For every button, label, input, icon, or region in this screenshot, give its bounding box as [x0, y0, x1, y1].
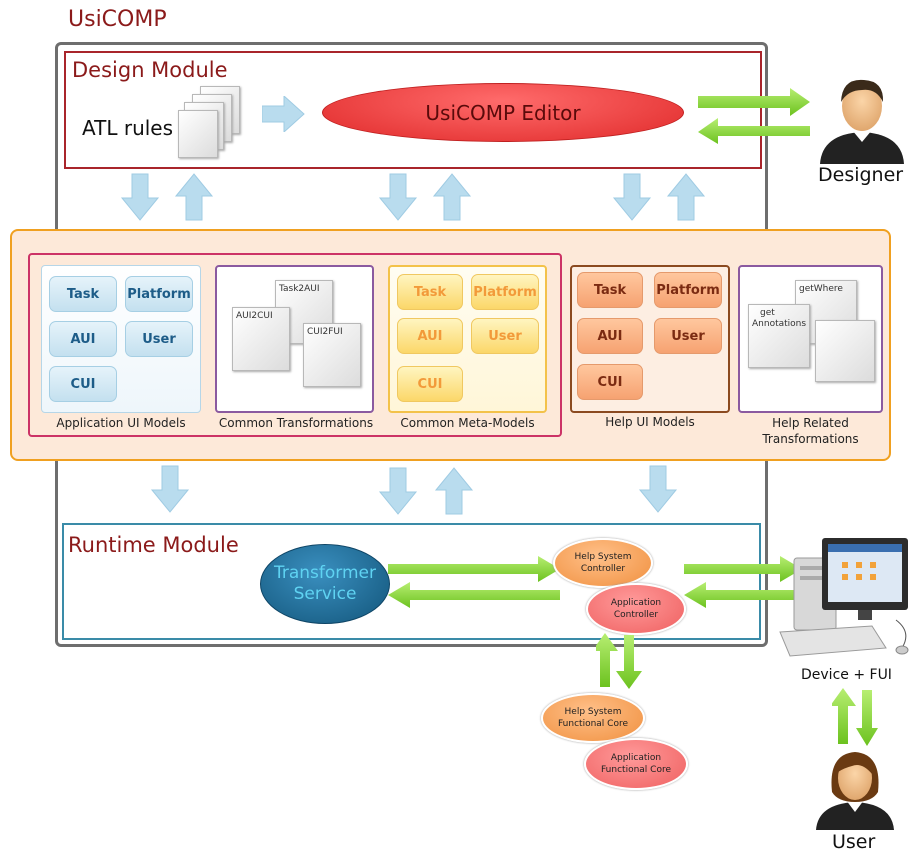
help-user-chip: User — [654, 318, 722, 354]
app-task-chip: Task — [49, 276, 117, 312]
help-cui-chip: CUI — [577, 364, 643, 400]
design-models-arrows — [120, 173, 706, 221]
controller-device-arrows — [684, 556, 802, 608]
help-system-controller: Help System Controller — [553, 538, 653, 588]
common-transformations-label: Common Transformations — [218, 416, 374, 430]
application-controller-label-2: Controller — [613, 610, 659, 620]
usicomp-editor-label: UsiCOMP Editor — [425, 100, 581, 125]
atl-to-editor-arrow — [262, 96, 305, 132]
get-annotations-label-2: Annotations — [752, 319, 807, 329]
application-ui-models-label: Application UI Models — [56, 416, 186, 430]
app-core-label-1: Application — [610, 753, 662, 763]
app-platform-chip: Platform — [125, 276, 193, 312]
meta-user-chip: User — [471, 318, 539, 354]
help-system-functional-core: Help System Functional Core — [541, 693, 645, 743]
cui2fui-doc: CUI2FUI — [303, 323, 361, 387]
help-core-label-1: Help System — [564, 707, 622, 717]
controller-core-arrows — [596, 633, 642, 689]
usicomp-editor: UsiCOMP Editor — [322, 83, 684, 142]
help-core-label-2: Functional Core — [558, 719, 628, 729]
help-transformations-label-1: Help Related — [772, 416, 849, 430]
aui2cui-label: AUI2CUI — [236, 311, 273, 321]
help-transformations-label-2: Transformations — [762, 432, 859, 446]
help-ui-models-label: Help UI Models — [605, 415, 695, 429]
common-meta-models-label: Common Meta-Models — [400, 416, 535, 430]
computer-device-icon — [779, 538, 909, 657]
user-person-icon — [816, 752, 894, 830]
meta-platform-chip: Platform — [471, 274, 539, 310]
atl-rules-docs-icon — [178, 84, 248, 158]
models-runtime-arrows — [150, 465, 678, 515]
editor-designer-arrows — [698, 88, 810, 144]
transformer-service-label-1: Transformer — [273, 563, 376, 583]
design-module-title: Design Module — [72, 58, 228, 82]
meta-cui-chip: CUI — [397, 366, 463, 402]
application-functional-core: Application Functional Core — [584, 738, 688, 790]
designer-person-icon — [820, 79, 904, 164]
atl-rules-label: ATL rules — [82, 116, 174, 140]
help-platform-chip: Platform — [654, 272, 722, 308]
application-controller: Application Controller — [586, 583, 686, 635]
transformer-service: Transformer Service — [260, 544, 390, 624]
application-controller-label-1: Application — [610, 598, 662, 608]
get-annotations-label-1: get — [760, 308, 775, 318]
help-third-doc — [815, 320, 875, 382]
app-core-label-2: Functional Core — [601, 765, 671, 775]
meta-task-chip: Task — [397, 274, 463, 310]
aui2cui-doc: AUI2CUI — [232, 307, 290, 371]
cui2fui-label: CUI2FUI — [307, 327, 343, 337]
getwhere-label: getWhere — [799, 284, 843, 294]
help-aui-chip: AUI — [577, 318, 643, 354]
help-task-chip: Task — [577, 272, 643, 308]
transformer-service-label-2: Service — [293, 584, 357, 604]
get-annotations-doc: get Annotations — [748, 304, 810, 368]
user-label: User — [832, 831, 876, 853]
help-system-controller-label-1: Help System — [574, 552, 632, 562]
app-aui-chip: AUI — [49, 321, 117, 357]
device-fui-label: Device + FUI — [801, 667, 892, 683]
app-cui-chip: CUI — [49, 366, 117, 402]
app-user-chip: User — [125, 321, 193, 357]
task2aui-label: Task2AUI — [279, 284, 320, 294]
device-user-arrows — [832, 688, 878, 746]
designer-label: Designer — [818, 164, 904, 186]
transformer-controller-arrows — [388, 556, 560, 608]
diagram-title: UsiCOMP — [68, 7, 167, 32]
meta-aui-chip: AUI — [397, 318, 463, 354]
application-models-group — [28, 253, 562, 437]
help-system-controller-label-2: Controller — [580, 564, 626, 574]
runtime-module-title: Runtime Module — [68, 533, 239, 557]
